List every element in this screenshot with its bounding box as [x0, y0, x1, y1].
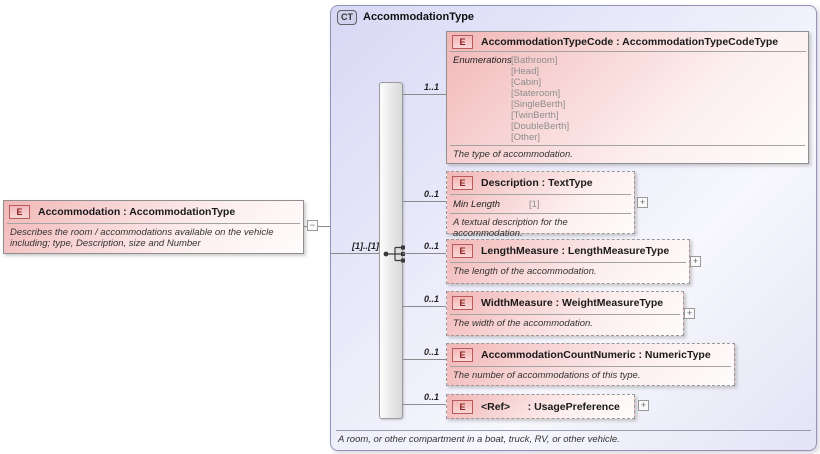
element-e-icon: E — [452, 296, 473, 310]
element-accommodation-count-numeric[interactable]: E AccommodationCountNumeric : NumericTyp… — [446, 343, 735, 386]
element-description[interactable]: E Description : TextType Min Length [1] … — [446, 171, 635, 239]
element-e-icon: E — [452, 244, 473, 258]
enumeration-list: [Bathroom] [Head] [Cabin] [Stateroom] [S… — [511, 55, 569, 143]
element-e-icon: E — [9, 205, 30, 219]
cardinality-label: 1..1 — [423, 82, 439, 92]
connector-line — [403, 94, 446, 95]
complextype-annotation: A room, or other compartment in a boat, … — [338, 434, 620, 445]
divider — [450, 366, 731, 367]
element-accommodation[interactable]: E Accommodation : AccommodationType Desc… — [3, 200, 304, 254]
facet-label: Enumerations — [453, 55, 512, 66]
element-annotation: The type of accommodation. — [453, 149, 573, 160]
element-annotation: The length of the accommodation. — [453, 266, 597, 277]
element-title: AccommodationTypeCode : AccommodationTyp… — [481, 35, 779, 48]
element-accommodation-type-code[interactable]: E AccommodationTypeCode : AccommodationT… — [446, 31, 809, 164]
element-e-icon: E — [452, 34, 473, 49]
compositor-cardinality-label: [1]..[1] — [352, 241, 379, 251]
connector-line — [403, 404, 446, 405]
connector-line — [331, 253, 379, 254]
element-title: LengthMeasure : LengthMeasureType — [481, 245, 670, 257]
element-title: <Ref> : UsagePreference — [481, 400, 620, 413]
divider — [450, 314, 680, 315]
facet-value: [1] — [529, 199, 540, 210]
cardinality-label: 0..1 — [423, 392, 439, 402]
element-annotation: A textual description for the accommodat… — [453, 217, 568, 239]
element-e-icon: E — [452, 176, 473, 190]
enumeration-value: [Stateroom] — [511, 88, 561, 99]
element-title: AccommodationCountNumeric : NumericType — [481, 349, 711, 361]
element-annotation: The width of the accommodation. — [453, 318, 593, 329]
divider — [450, 194, 631, 195]
enumeration-value: [TwinBerth] — [511, 110, 559, 121]
element-title: Description : TextType — [481, 177, 593, 189]
divider — [450, 262, 686, 263]
element-e-icon: E — [452, 348, 473, 362]
element-ref-usage-preference[interactable]: E <Ref> : UsagePreference — [446, 394, 635, 419]
divider — [450, 145, 805, 146]
element-title: Accommodation : AccommodationType — [38, 206, 236, 218]
element-annotation: The number of accommodations of this typ… — [453, 370, 641, 381]
sequence-compositor[interactable] — [379, 82, 403, 419]
divider — [449, 51, 806, 52]
element-title: WidthMeasure : WeightMeasureType — [481, 297, 664, 309]
connector-line — [403, 201, 446, 202]
enumeration-value: [SingleBerth] — [511, 99, 566, 110]
element-width-measure[interactable]: E WidthMeasure : WeightMeasureType The w… — [446, 291, 684, 336]
cardinality-label: 0..1 — [423, 347, 439, 357]
divider — [7, 223, 300, 224]
expand-button[interactable]: + — [690, 256, 701, 267]
expand-button[interactable]: + — [637, 197, 648, 208]
expand-button[interactable]: + — [638, 400, 649, 411]
enumeration-value: [Cabin] — [511, 77, 542, 88]
enumeration-value: [Head] — [511, 66, 539, 77]
connector-line — [403, 253, 446, 254]
expand-button[interactable]: + — [684, 308, 695, 319]
complextype-title: AccommodationType — [363, 11, 475, 23]
cardinality-label: 0..1 — [423, 294, 439, 304]
element-e-icon: E — [452, 399, 473, 414]
complextype-ct-icon: CT — [337, 10, 357, 25]
connector-line — [403, 306, 446, 307]
sequence-icon — [383, 245, 405, 263]
complextype-container[interactable]: CT AccommodationType [1]..[1] 1..1 0..1 … — [330, 5, 817, 451]
connector-line — [403, 359, 446, 360]
cardinality-label: 0..1 — [423, 189, 439, 199]
element-annotation: Describes the room / accommodations avai… — [10, 227, 274, 249]
enumeration-value: [Bathroom] — [511, 55, 558, 66]
enumeration-value: [DoubleBerth] — [511, 121, 570, 132]
enumeration-value: [Other] — [511, 132, 541, 143]
element-length-measure[interactable]: E LengthMeasure : LengthMeasureType The … — [446, 239, 690, 284]
divider — [450, 213, 631, 214]
collapse-button[interactable]: − — [307, 220, 318, 231]
divider — [336, 430, 811, 431]
cardinality-label: 0..1 — [423, 241, 439, 251]
facet-label: Min Length — [453, 199, 501, 210]
